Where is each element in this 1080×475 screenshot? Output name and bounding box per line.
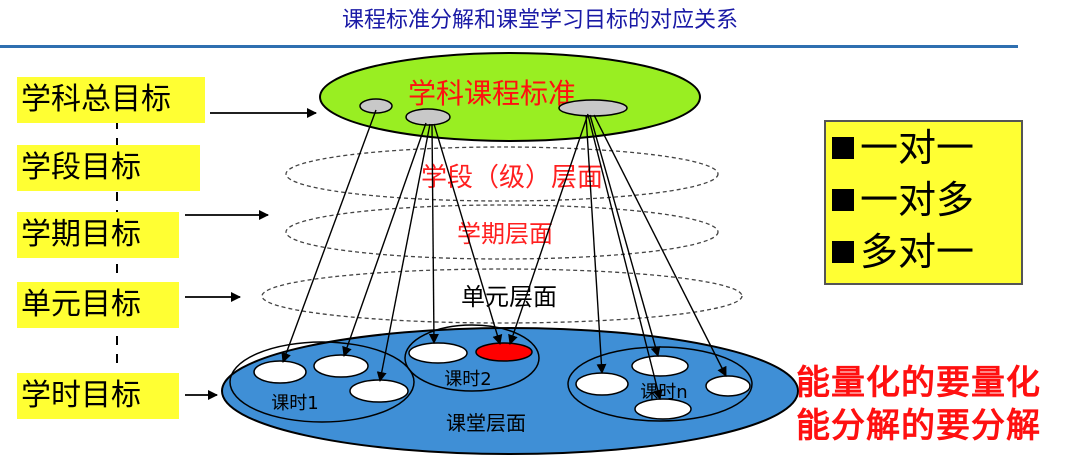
level-unit-goal: 单元目标 (17, 282, 179, 328)
legend-item-one-to-one: 一对一 (832, 122, 1021, 174)
layer-stage-label: 学段（级）层面 (421, 163, 603, 193)
lesson-1-group (229, 341, 415, 423)
lesson-n-node-d (634, 398, 692, 420)
layer-term-ellipse (285, 204, 719, 260)
arrow-std3-to-l2h (508, 113, 589, 345)
principle-decompose: 能分解的要分解 (796, 406, 1041, 446)
arrow-std3-to-lnb (589, 114, 661, 357)
square-bullet-icon (832, 240, 854, 263)
layer-stage-ellipse (285, 146, 719, 202)
lesson-2-group (404, 324, 540, 392)
arrow-std2-to-l2h (433, 123, 503, 345)
arrow-std1-to-l1a (281, 109, 377, 363)
square-bullet-icon (832, 188, 854, 211)
standard-node-1 (359, 98, 393, 114)
decomposition-arrows (281, 109, 727, 400)
layer-term-label: 学期层面 (457, 220, 553, 248)
lesson-1-node-a (253, 360, 307, 384)
lesson-n-node-a (575, 372, 629, 396)
arrow-std3-to-lna (585, 114, 607, 374)
level-lesson-goal: 学时目标 (17, 373, 179, 419)
principle-quantify: 能量化的要量化 (796, 363, 1041, 403)
title-divider (0, 45, 1018, 48)
level-total-goal: 学科总目标 (17, 77, 205, 123)
lesson-1-label: 课时1 (271, 393, 318, 414)
legend-item-many-to-one: 多对一 (832, 226, 1021, 278)
standard-node-3 (558, 99, 628, 117)
lesson-n-label: 课时n (640, 382, 687, 403)
page-title: 课程标准分解和课堂学习目标的对应关系 (341, 8, 738, 33)
arrow-std3-to-lnc (593, 114, 727, 377)
layer-unit-ellipse (261, 268, 743, 324)
lesson-1-node-c (349, 379, 409, 403)
relationship-legend: 一对一 一对多 多对一 (824, 120, 1023, 285)
lesson-2-label: 课时2 (444, 369, 491, 390)
legend-item-one-to-many: 一对多 (832, 174, 1021, 226)
layer-unit-label: 单元层面 (461, 283, 557, 311)
level-term-goal: 学期目标 (17, 212, 179, 258)
lesson-n-node-c (705, 375, 751, 397)
lesson-2-node-a (408, 342, 468, 364)
arrow-std2-to-l1b (342, 122, 427, 357)
classroom-label: 课堂层面 (446, 411, 526, 435)
level-stage-goal: 学段目标 (17, 145, 200, 191)
arrow-std2-to-l2a (428, 123, 439, 344)
standard-node-2 (405, 108, 451, 126)
arrow-std3-to-lnd (587, 114, 663, 400)
square-bullet-icon (832, 136, 854, 159)
lesson-1-node-b (313, 354, 369, 378)
standard-label: 学科课程标准 (408, 77, 576, 110)
arrow-std2-to-l1c (376, 123, 431, 382)
lesson-n-node-b (631, 355, 689, 377)
lesson-2-node-highlight (475, 342, 533, 362)
